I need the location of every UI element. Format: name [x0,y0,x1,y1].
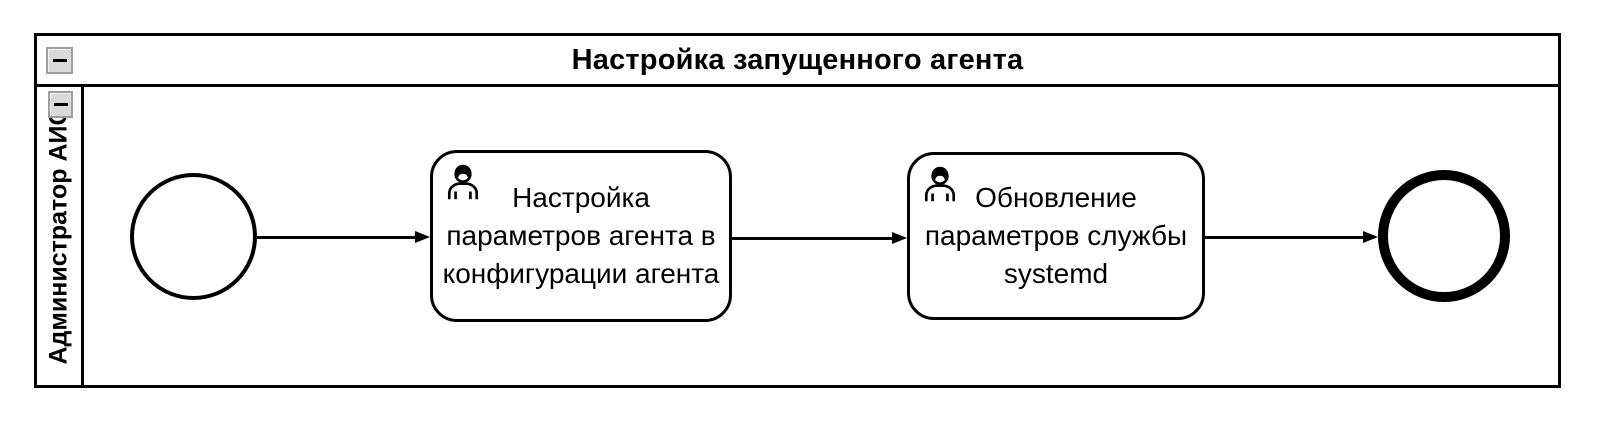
lane-header[interactable]: Администратор АИС [37,87,84,385]
user-task-update-systemd[interactable]: Обновление параметров службы systemd [907,152,1205,320]
lane-label: Администратор АИС [44,107,73,365]
pool-header[interactable]: Настройка запущенного агента [37,36,1558,87]
sequence-flow[interactable] [732,237,894,240]
pool-title: Настройка запущенного агента [571,43,1024,76]
minus-icon [52,59,67,62]
bpmn-pool[interactable]: Настройка запущенного агента Администрат… [34,33,1561,388]
user-task-configure-agent[interactable]: Настройка параметров агента в конфигурац… [430,150,732,322]
arrowhead-icon [1363,231,1378,243]
minus-icon [53,103,68,106]
lane-collapse-button[interactable] [48,91,73,118]
lane-content: Настройка параметров агента в конфигурац… [84,87,1558,385]
sequence-flow[interactable] [1205,236,1365,239]
task-label: Обновление параметров службы systemd [924,182,1188,289]
start-event[interactable] [130,173,257,300]
end-event[interactable] [1378,170,1510,302]
task-label: Настройка параметров агента в конфигурац… [442,182,720,289]
sequence-flow[interactable] [257,236,418,239]
user-icon [924,166,956,202]
pool-body: Администратор АИС На [37,87,1558,385]
pool-collapse-button[interactable] [46,47,73,74]
user-icon [447,164,479,200]
arrowhead-icon [415,231,430,243]
arrowhead-icon [892,232,907,244]
